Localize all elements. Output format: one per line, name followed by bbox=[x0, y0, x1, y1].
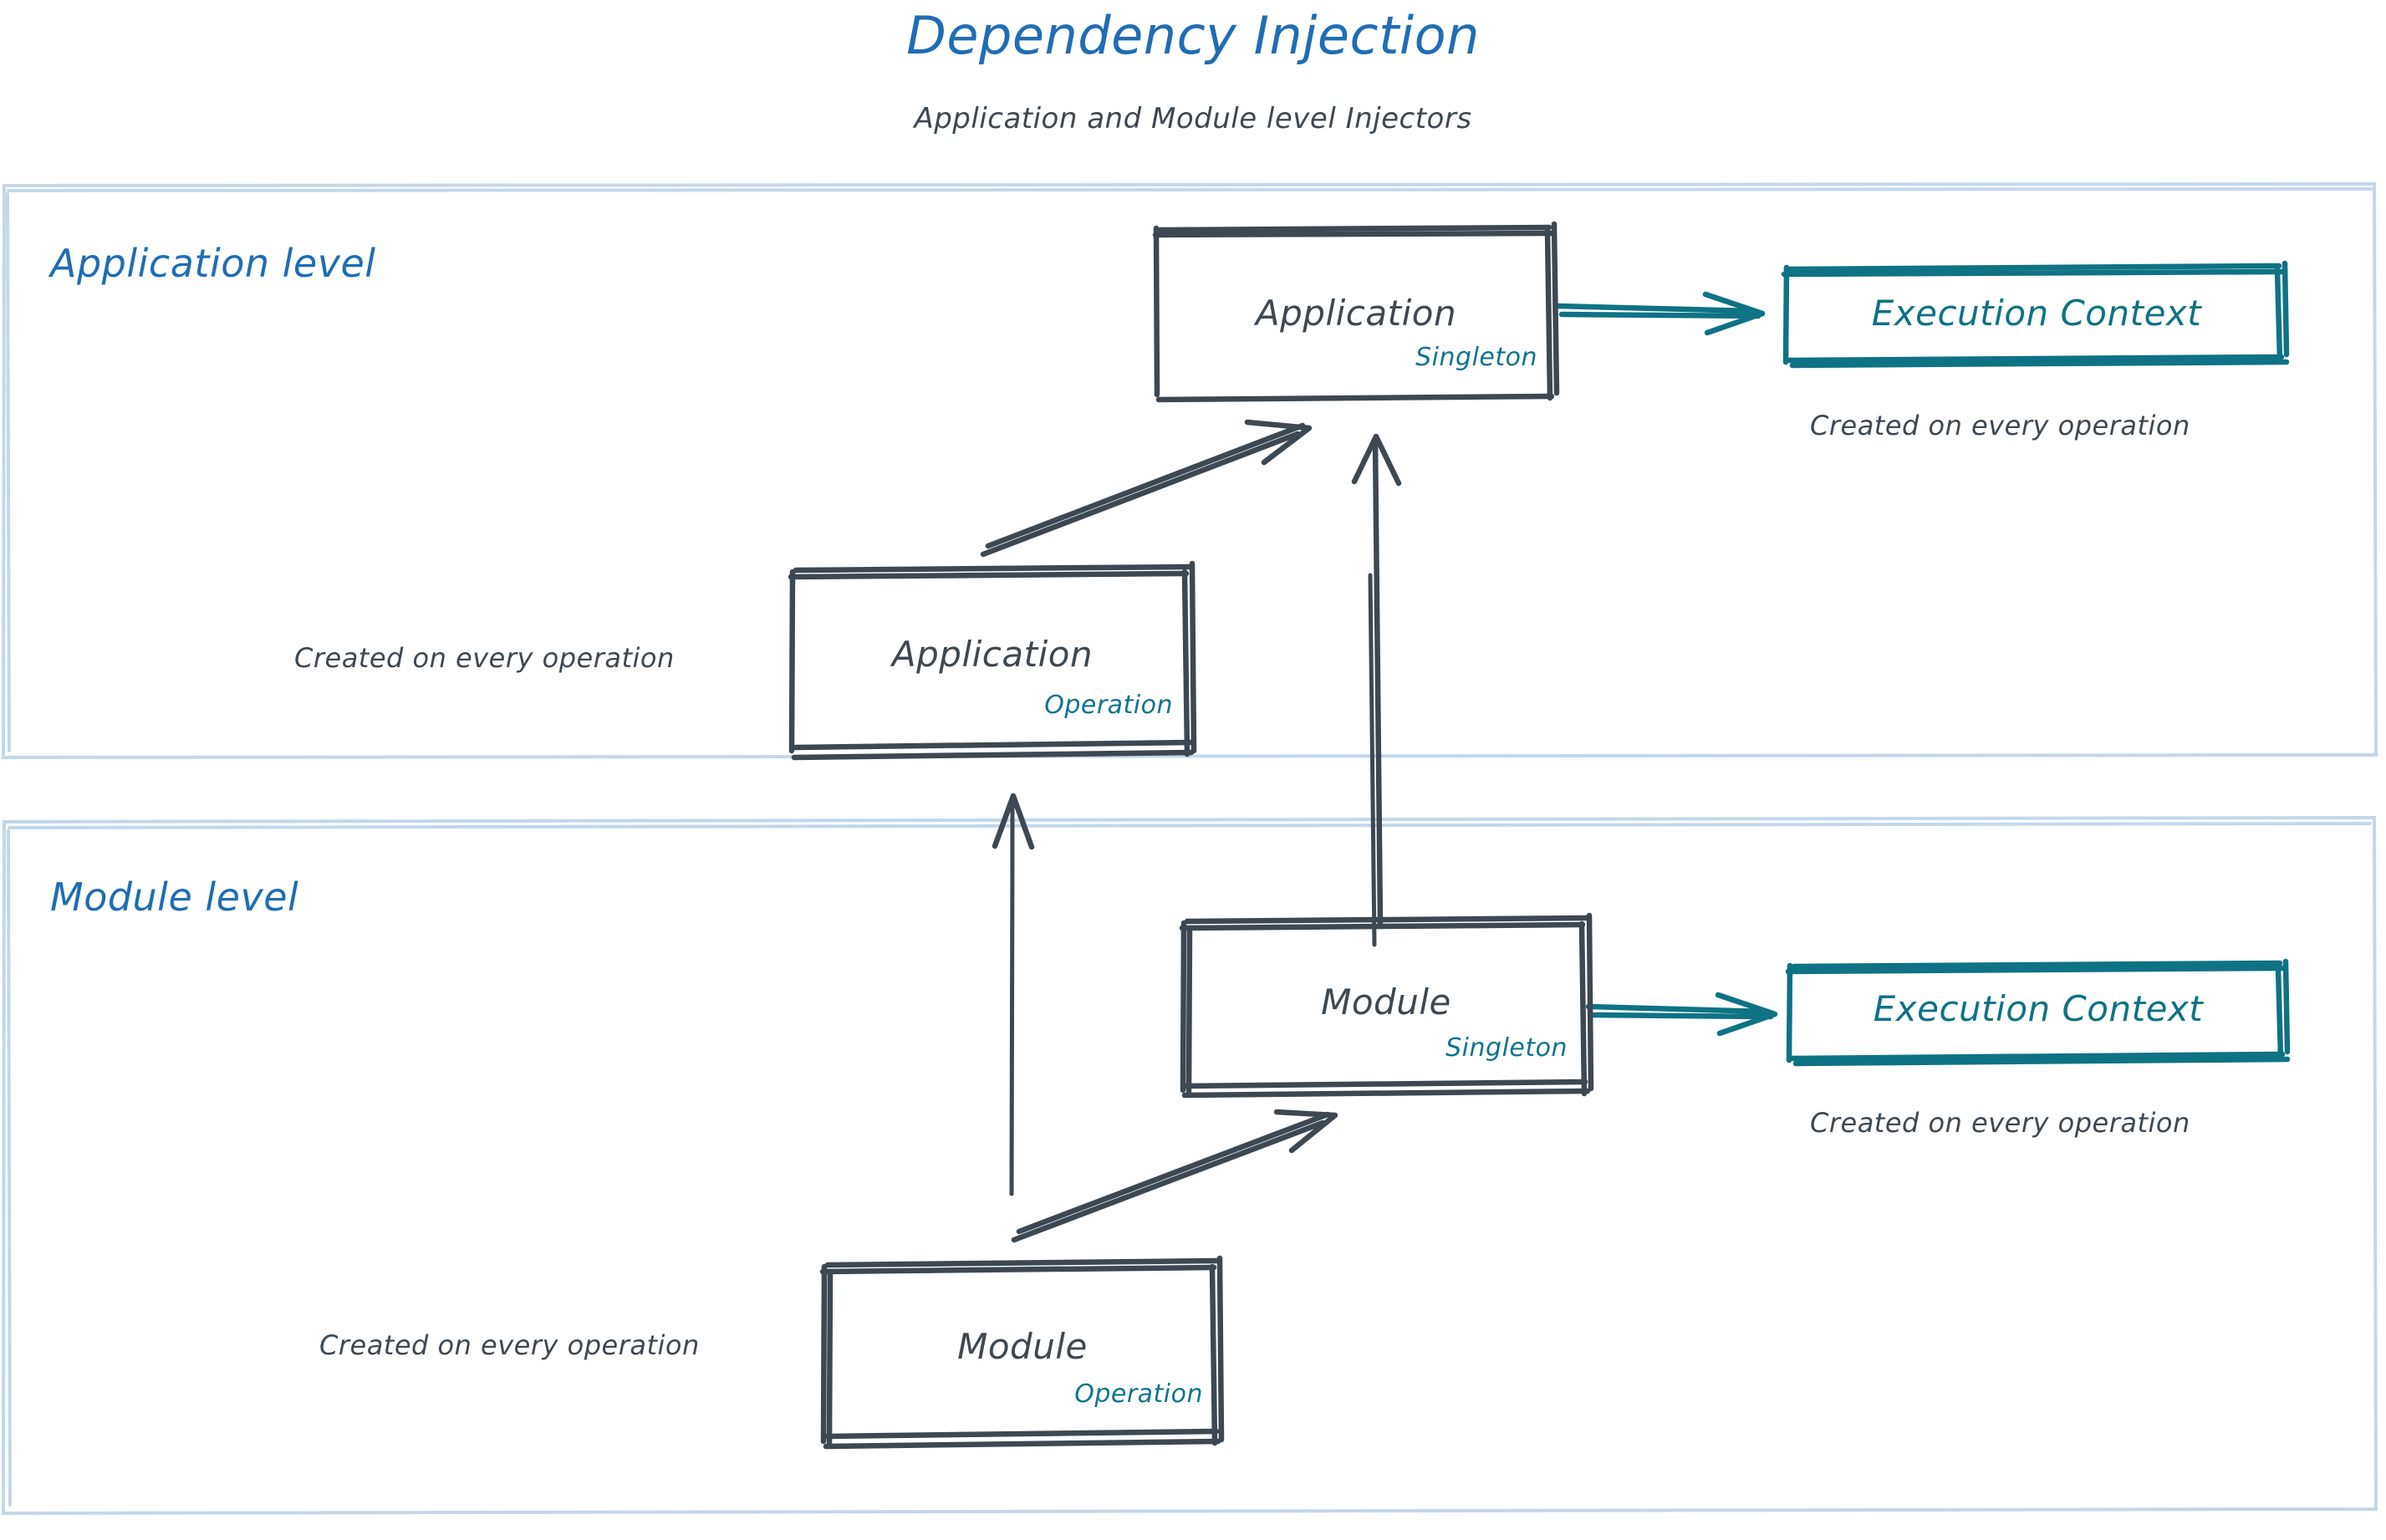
edge-module-operation-to-module-singleton bbox=[1011, 1109, 1338, 1243]
caption-application-operation: Created on every operation bbox=[294, 642, 675, 674]
node-title: Module bbox=[1321, 982, 1451, 1022]
node-badge: Operation bbox=[1074, 1379, 1203, 1409]
node-module-singleton[interactable]: Module Singleton bbox=[1183, 918, 1589, 1094]
panel-label-application-level: Application level bbox=[50, 241, 376, 286]
caption-application-execution-context: Created on every operation bbox=[1810, 410, 2190, 441]
node-application-singleton[interactable]: Application Singleton bbox=[1156, 227, 1556, 400]
node-module-operation-box[interactable] bbox=[819, 1255, 1225, 1450]
edge-app-operation-to-app-singleton bbox=[980, 419, 1313, 558]
node-application-operation-box[interactable] bbox=[788, 560, 1197, 761]
node-title: Application bbox=[1255, 293, 1457, 334]
node-title: Execution Context bbox=[1871, 293, 2202, 334]
node-module-execution-context[interactable]: Execution Context bbox=[1789, 963, 2287, 1060]
edge-module-operation-to-app-operation bbox=[992, 793, 1035, 1196]
node-title: Execution Context bbox=[1873, 988, 2204, 1029]
page-subtitle: Application and Module level Injectors bbox=[914, 102, 1472, 135]
node-badge: Singleton bbox=[1445, 1033, 1568, 1063]
node-application-operation[interactable]: Application Operation bbox=[792, 567, 1193, 757]
caption-module-execution-context: Created on every operation bbox=[1810, 1107, 2190, 1139]
node-module-singleton-box[interactable] bbox=[1179, 912, 1594, 1099]
node-module-operation[interactable]: Module Operation bbox=[823, 1261, 1221, 1446]
page-title: Dependency Injection bbox=[906, 5, 1480, 66]
edge-module-singleton-to-app-singleton bbox=[1351, 433, 1402, 947]
node-application-singleton-box[interactable] bbox=[1152, 221, 1560, 403]
panel-module-level bbox=[1, 815, 2378, 1516]
node-application-execution-context[interactable]: Execution Context bbox=[1786, 266, 2287, 363]
edge-module-singleton-to-exec-context bbox=[1585, 992, 1778, 1037]
node-title: Module bbox=[957, 1326, 1088, 1367]
node-title: Application bbox=[891, 634, 1094, 675]
edge-app-singleton-to-exec-context bbox=[1553, 291, 1766, 336]
panel-application-level bbox=[1, 181, 2378, 760]
panel-label-module-level: Module level bbox=[50, 875, 299, 920]
caption-module-operation: Created on every operation bbox=[319, 1329, 700, 1361]
node-badge: Singleton bbox=[1415, 343, 1537, 372]
node-application-execution-context-box[interactable] bbox=[1781, 260, 2290, 369]
node-module-execution-context-box[interactable] bbox=[1785, 958, 2291, 1067]
node-badge: Operation bbox=[1044, 691, 1173, 720]
